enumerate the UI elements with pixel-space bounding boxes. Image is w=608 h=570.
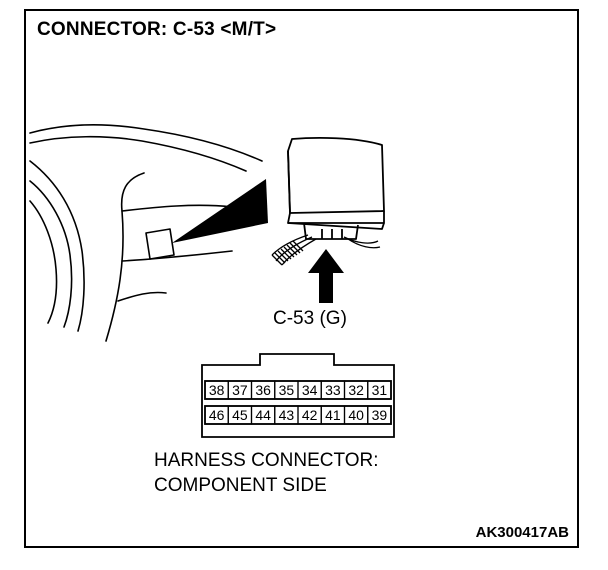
pin-number: 43 [279, 407, 295, 423]
diagram-frame: CONNECTOR: C-53 <M/T> [24, 9, 579, 548]
pin-number: 40 [348, 407, 364, 423]
arrow-icon [308, 249, 344, 303]
pin-number: 33 [325, 382, 341, 398]
pin-number: 39 [372, 407, 388, 423]
connector-label: C-53 (G) [273, 308, 347, 329]
pin-number: 38 [209, 382, 225, 398]
pin-number: 42 [302, 407, 318, 423]
pin-number: 46 [209, 407, 225, 423]
pin-number: 37 [232, 382, 248, 398]
pin-cell [367, 405, 392, 425]
connector-housing [201, 353, 395, 438]
pin-number: 31 [372, 382, 388, 398]
harness-caption-line2: COMPONENT SIDE [154, 475, 327, 496]
pin-number: 41 [325, 407, 341, 423]
pin-number: 34 [302, 382, 318, 398]
pin-number: 44 [255, 407, 271, 423]
dashboard-illustration: 38 37 36 35 34 33 32 31 46 45 44 43 42 41 40 39 [29, 124, 395, 438]
harness-caption-line1: HARNESS CONNECTOR: [154, 450, 379, 471]
figure-code: AK300417AB [475, 524, 569, 541]
diagram-title: CONNECTOR: C-53 <M/T> [37, 19, 277, 40]
pin-number: 45 [232, 407, 248, 423]
pin-number: 35 [279, 382, 295, 398]
pin-number: 36 [255, 382, 271, 398]
pin-cell [367, 380, 392, 400]
harness-connector-caption: HARNESS CONNECTOR: COMPONENT SIDE [154, 448, 379, 498]
pointer-wedge [172, 179, 268, 243]
pin-number: 32 [348, 382, 364, 398]
